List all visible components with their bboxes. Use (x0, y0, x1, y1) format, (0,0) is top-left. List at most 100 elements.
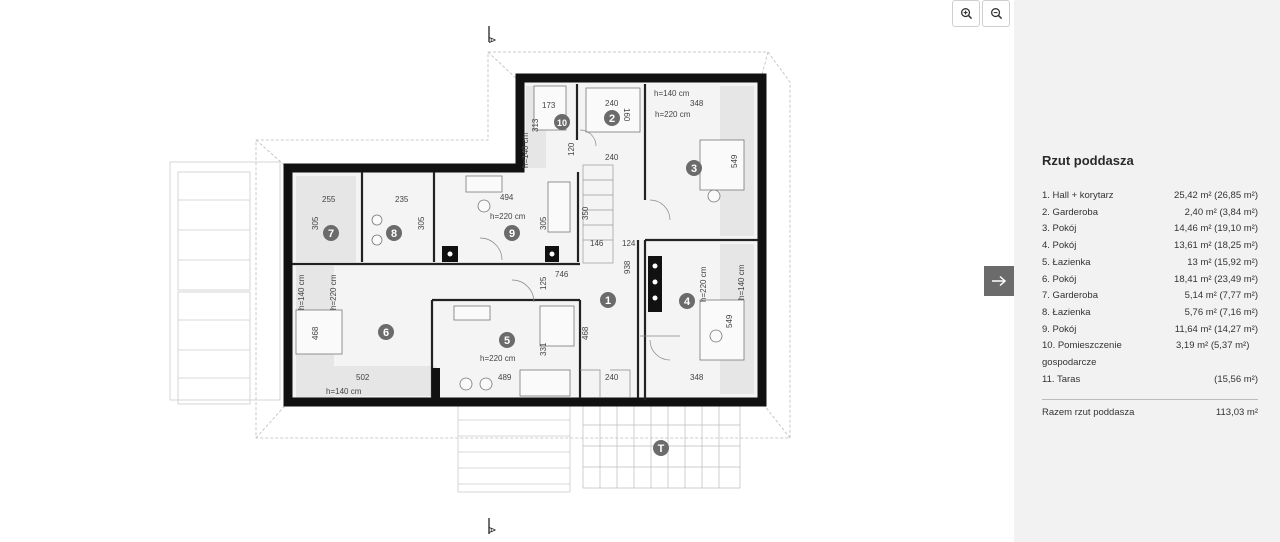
list-item: 10. Pomieszczenie gospodarcze 3,19 m² (5,… (1042, 338, 1258, 371)
list-item: 5. Łazienka 13 m² (15,92 m²) (1042, 255, 1258, 272)
dimension-label: 489 (498, 373, 512, 382)
room-area: 5,76 m² (7,16 m²) (1184, 306, 1258, 318)
dimension-label: 240 (605, 99, 619, 108)
section-marker-top: A (487, 37, 497, 43)
room-area: (15,56 m²) (1214, 373, 1258, 385)
room-area: 5,14 m² (7,77 m²) (1184, 290, 1258, 302)
total-label: Razem rzut poddasza (1042, 407, 1135, 418)
dimension-label: 125 (539, 276, 548, 290)
dimension-label: 305 (539, 216, 548, 230)
room-number-7: 7 (323, 225, 339, 241)
dimension-label: 240 (605, 373, 619, 382)
room-name: 7. Garderoba (1042, 290, 1098, 302)
dimension-label: 146 (590, 239, 604, 248)
room-area: 13 m² (15,92 m²) (1187, 256, 1258, 268)
floor-plan-drawing: A A 173 240 160 h=140 cm 348 313 h=220 c… (169, 26, 791, 534)
dimension-label: h=140 cm (297, 274, 306, 310)
room-number-1: 1 (600, 292, 616, 308)
dimension-label: h=220 cm (490, 212, 526, 221)
dimension-label: 305 (417, 216, 426, 230)
zoom-out-button[interactable] (982, 0, 1010, 27)
room-area: 18,41 m² (23,49 m²) (1174, 273, 1258, 285)
dimension-label: 938 (623, 260, 632, 274)
room-number-9: 9 (504, 225, 520, 241)
dimension-label: 160 (622, 108, 631, 122)
room-name: 2. Garderoba (1042, 206, 1098, 218)
svg-text:10: 10 (557, 118, 567, 128)
dimension-label: h=220 cm (655, 110, 691, 119)
zoom-out-icon (990, 8, 1002, 20)
svg-text:4: 4 (684, 296, 691, 308)
dimension-label: 468 (581, 326, 590, 340)
section-marker-bottom: A (487, 527, 497, 533)
dimension-label: 348 (690, 373, 704, 382)
list-item: 8. Łazienka 5,76 m² (7,16 m²) (1042, 305, 1258, 322)
svg-text:1: 1 (605, 295, 611, 307)
dimension-label: 331 (539, 342, 548, 356)
list-item: 1. Hall + korytarz 25,42 m² (26,85 m²) (1042, 188, 1258, 205)
dimension-label: 124 (622, 239, 636, 248)
dimension-label: 549 (725, 314, 734, 328)
svg-text:5: 5 (504, 335, 510, 347)
room-name: 6. Pokój (1042, 273, 1077, 285)
room-area: 14,46 m² (19,10 m²) (1174, 223, 1258, 235)
dimension-label: 240 (605, 153, 619, 162)
room-area: 2,40 m² (3,84 m²) (1184, 206, 1258, 218)
list-item: 3. Pokój 14,46 m² (19,10 m²) (1042, 221, 1258, 238)
panel-title: Rzut poddasza (1042, 153, 1134, 168)
room-name: 9. Pokój (1042, 323, 1077, 335)
dimension-label: 549 (730, 154, 739, 168)
list-item: 7. Garderoba 5,14 m² (7,77 m²) (1042, 288, 1258, 305)
next-plan-button[interactable] (984, 266, 1014, 296)
zoom-in-button[interactable] (952, 0, 980, 27)
dimension-label: 348 (690, 99, 704, 108)
dimension-label: 313 (531, 118, 540, 132)
floor-plan-viewer: A A 173 240 160 h=140 cm 348 313 h=220 c… (169, 0, 1014, 534)
dimension-label: h=220 cm (699, 266, 708, 302)
arrow-right-icon (992, 275, 1007, 287)
svg-text:6: 6 (383, 327, 389, 339)
dimension-label: 746 (555, 270, 569, 279)
dimension-label: h=140 cm (326, 387, 362, 396)
room-area: 25,42 m² (26,85 m²) (1174, 190, 1258, 201)
dimension-label: h=220 cm (480, 354, 516, 363)
room-area: 3,19 m² (5,37 m²) (1176, 340, 1250, 352)
dimension-labels: 173 240 160 h=140 cm 348 313 h=220 cm 12… (297, 89, 746, 396)
dimension-label: h=140 cm (521, 132, 530, 168)
room-name: 1. Hall + korytarz (1042, 190, 1114, 201)
room-summary-panel: Rzut poddasza 1. Hall + korytarz 25,42 m²… (1014, 0, 1280, 542)
dimension-label: 255 (322, 195, 336, 204)
dimension-label: h=140 cm (654, 89, 690, 98)
dimension-label: h=220 cm (329, 274, 338, 310)
room-list: 1. Hall + korytarz 25,42 m² (26,85 m²) 2.… (1042, 188, 1258, 388)
zoom-in-icon (960, 8, 972, 20)
room-name: 8. Łazienka (1042, 306, 1091, 318)
room-name: 3. Pokój (1042, 223, 1077, 235)
room-area: 11,64 m² (14,27 m²) (1174, 323, 1258, 335)
total-row: Razem rzut poddasza 113,03 m² (1042, 405, 1258, 421)
room-number-2: 2 (604, 110, 620, 126)
dimension-label: 350 (581, 206, 590, 220)
total-value: 113,03 m² (1215, 407, 1258, 418)
dimension-label: h=140 cm (737, 264, 746, 300)
room-number-5: 5 (499, 332, 515, 348)
list-item: 11. Taras(15,56 m²) (1042, 372, 1258, 389)
list-item: 2. Garderoba 2,40 m² (3,84 m²) (1042, 205, 1258, 222)
room-number-8: 8 (386, 225, 402, 241)
dimension-label: 173 (542, 101, 556, 110)
svg-text:7: 7 (328, 228, 334, 240)
svg-text:8: 8 (391, 228, 397, 240)
dimension-label: 494 (500, 193, 514, 202)
room-name: 5. Łazienka (1042, 256, 1091, 268)
room-name: 10. Pomieszczenie gospodarcze (1042, 340, 1122, 369)
dimension-label: 120 (567, 142, 576, 156)
dimension-label: 305 (311, 216, 320, 230)
svg-text:3: 3 (691, 163, 697, 175)
dimension-label: 235 (395, 195, 409, 204)
room-area: 13,61 m² (18,25 m²) (1174, 240, 1258, 252)
room-number-4: 4 (679, 293, 695, 309)
list-item: 9. Pokój 11,64 m² (14,27 m²) (1042, 322, 1258, 339)
svg-text:9: 9 (509, 228, 515, 240)
svg-text:2: 2 (609, 113, 615, 125)
